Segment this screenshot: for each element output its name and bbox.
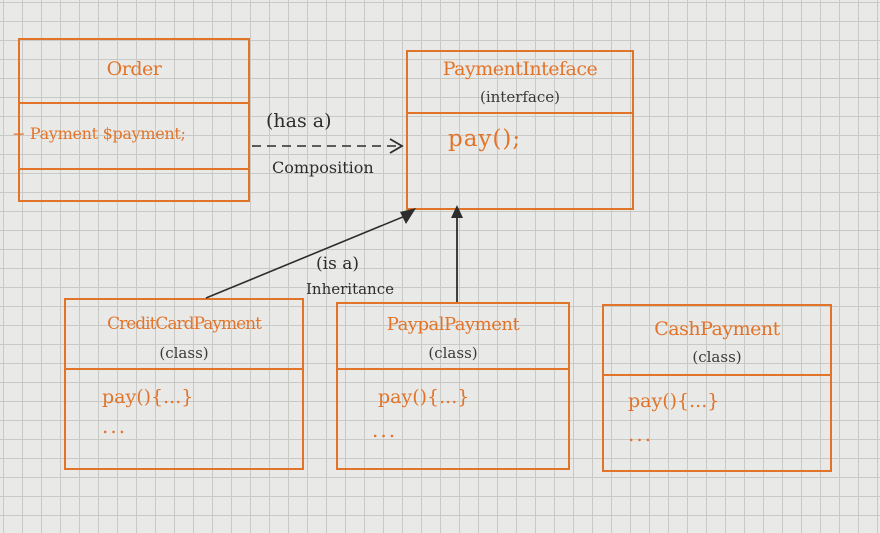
credit-card-class-name: CreditCardPayment <box>107 314 262 334</box>
composition-arrow-head <box>389 138 404 154</box>
cash-stereotype: (class) <box>692 348 742 366</box>
credit-card-body: pay(){...} ... <box>66 370 302 468</box>
order-divider <box>20 168 248 170</box>
paypal-stereotype: (class) <box>428 344 478 362</box>
cash-body: pay(){...} ... <box>604 376 830 470</box>
paypal-more-members: ... <box>372 418 398 442</box>
payment-interface-box: PaymentInteface (interface) pay(); <box>406 50 634 210</box>
order-class: Order + Payment $payment; <box>12 38 250 202</box>
paypal-header: PaypalPayment (class) <box>338 304 568 370</box>
inheritance-arrowhead-paypal <box>451 205 463 218</box>
inheritance-arrowhead-credit-card <box>400 208 416 224</box>
credit-card-stereotype: (class) <box>159 344 209 362</box>
paypal-class-name: PaypalPayment <box>386 314 520 335</box>
composition-label-has-a: (has a) <box>266 110 332 132</box>
credit-card-header: CreditCardPayment (class) <box>66 300 302 370</box>
paypal-pay-method: pay(){...} <box>378 386 470 408</box>
payment-interface-name: PaymentInteface <box>442 58 598 80</box>
inheritance-label: Inheritance <box>306 280 395 298</box>
composition-label: Composition <box>272 158 374 177</box>
credit-card-more-members: ... <box>102 414 128 438</box>
payment-interface-stereotype: (interface) <box>479 88 560 106</box>
paypal-body: pay(){...} ... <box>338 370 568 468</box>
order-payment-attribute: + Payment $payment; <box>12 124 186 143</box>
cash-more-members: ... <box>628 422 654 446</box>
payment-interface-body: pay(); <box>408 114 632 208</box>
payment-interface-method: pay(); <box>448 126 522 152</box>
cash-payment-class: CashPayment (class) pay(){...} ... <box>602 304 832 472</box>
order-class-body: + Payment $payment; <box>12 104 248 200</box>
inheritance-line-credit-card <box>205 213 411 299</box>
credit-card-payment-class: CreditCardPayment (class) pay(){...} ... <box>64 298 304 470</box>
cash-class-name: CashPayment <box>654 318 780 340</box>
order-class-header: Order <box>20 40 248 104</box>
paypal-payment-class: PaypalPayment (class) pay(){...} ... <box>336 302 570 470</box>
order-class-name: Order <box>106 58 162 80</box>
cash-header: CashPayment (class) <box>604 306 830 376</box>
cash-pay-method: pay(){...} <box>628 390 720 412</box>
payment-interface-header: PaymentInteface (interface) <box>408 52 632 114</box>
credit-card-pay-method: pay(){...} <box>102 386 194 408</box>
inheritance-label-is-a: (is a) <box>316 254 359 274</box>
